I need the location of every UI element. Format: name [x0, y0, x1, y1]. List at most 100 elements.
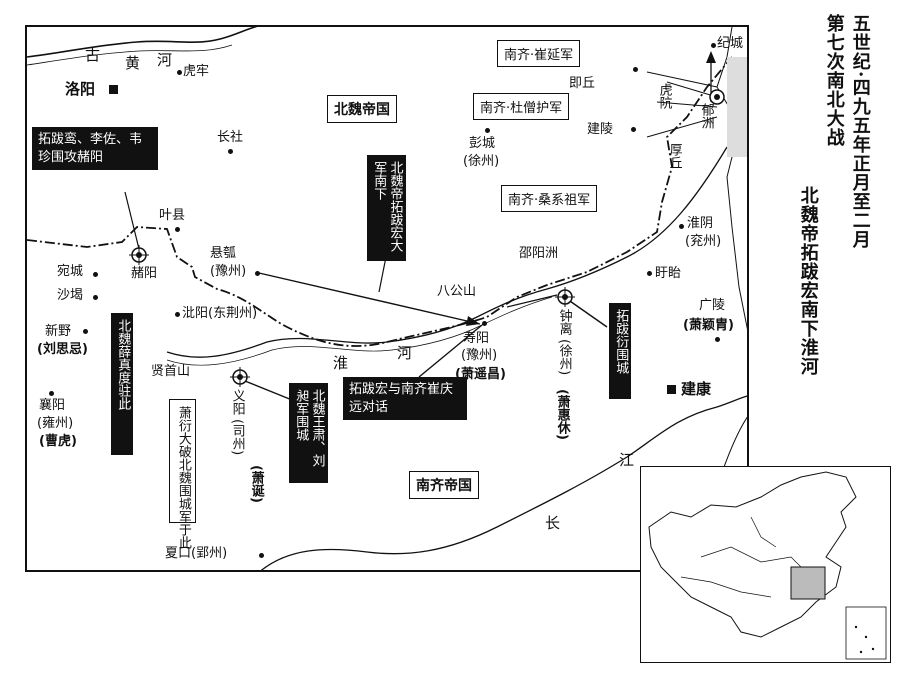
place-yuzhou: 郁洲: [698, 103, 714, 129]
siege-marker-zhongli: [555, 287, 575, 307]
place-xiangyang-sub: (雍州): [37, 416, 74, 431]
river-label-huaihe-2: 河: [397, 344, 413, 362]
place-guangling: 广陵: [699, 298, 726, 313]
place-luoyang: 洛阳: [65, 80, 96, 98]
inset-map: [640, 466, 891, 663]
capital-marker-jiankang: [667, 385, 676, 394]
place-jianling: 建陵: [587, 122, 614, 137]
place-dot-biyang: [175, 312, 180, 317]
place-xuanhu: 悬瓠: [210, 246, 237, 261]
place-zhongli-note: (萧惠休): [554, 389, 570, 440]
army-cui: 南齐·崔延军: [497, 40, 581, 67]
emperor-route-arrow: [258, 272, 481, 325]
map-frame: 古 黄 河 淮 河 江 长 北魏帝国 南齐帝国 洛阳 虎牢 长社 叶县 赭阳 宛…: [25, 25, 749, 572]
place-yiyang-note: (萧诞): [248, 465, 264, 503]
yellow-river-bank: [27, 44, 233, 66]
place-yiyang-sub: (司州): [229, 419, 245, 456]
place-baigongshan: 八公山: [437, 284, 477, 299]
advance-arrow: [506, 294, 558, 308]
place-shaji: 沙堨: [57, 288, 84, 303]
place-dot-xiangyang: [49, 391, 54, 396]
siege-marker-heyang: [129, 245, 149, 265]
place-huaiyin: 淮阴: [687, 216, 714, 231]
annot-emperor-south: 北魏帝拓跋宏大军南下: [367, 155, 406, 261]
place-shouyang-note: (萧遥昌): [455, 367, 506, 382]
place-houqiu: 厚丘: [666, 143, 682, 169]
place-dot-wancheng: [93, 272, 98, 277]
boundary-line: [27, 56, 733, 347]
place-dot-xuyi: [647, 271, 652, 276]
capital-marker-luoyang: [109, 85, 118, 94]
place-heyang: 赭阳: [131, 266, 158, 281]
annot-yan: 拓跋衍围城: [609, 303, 632, 399]
place-xuyi: 盱眙: [655, 266, 682, 281]
place-zhongli: 钟离: [556, 309, 572, 335]
place-hulao: 虎牢: [183, 64, 210, 79]
place-dot-jianling: [631, 127, 636, 132]
place-dot-shouyang: [482, 321, 487, 326]
place-dot-xiakou: [259, 553, 264, 558]
place-dot-yexian: [175, 227, 180, 232]
place-xiangyang: 襄阳: [39, 398, 66, 413]
siege-marker-yuzhou: [709, 89, 725, 105]
river-label-huanghe-3: 河: [157, 51, 173, 69]
place-dot-jicheng: [711, 43, 716, 48]
river-label-huanghe-1: 古: [85, 46, 101, 64]
river-label-huanghe-2: 黄: [125, 54, 141, 72]
river-label-changjiang-2: 长: [545, 514, 561, 532]
annot-tuoba-attack: 拓跋鸾、李佐、韦珍围攻赭阳: [32, 127, 158, 171]
place-dot-huaiyin: [679, 224, 684, 229]
place-yiyang: 义阳: [229, 389, 245, 415]
place-dot-xuanhu: [255, 271, 260, 276]
place-zhongli-sub: (徐州): [556, 339, 572, 376]
place-changshe: 长社: [217, 130, 244, 145]
place-huaiyin-sub: (兖州): [685, 234, 722, 249]
annot-wang-su: 北魏王肃、刘昶军围城: [289, 383, 328, 483]
place-yexian: 叶县: [159, 208, 186, 223]
place-xianshoushan: 贤首山: [151, 364, 191, 379]
place-dot-xinye: [83, 329, 88, 334]
yellow-river: [27, 27, 258, 58]
place-huling: 虎阬: [656, 83, 672, 109]
region-north: 北魏帝国: [327, 95, 397, 123]
place-shouyang-sub: (豫州): [461, 348, 498, 363]
inset-china-outline: [648, 471, 887, 660]
map-lines: [27, 27, 747, 570]
place-pengcheng: 彭城: [469, 136, 496, 151]
army-du: 南齐·杜僧护军: [473, 93, 570, 120]
title-col2: 第七次南北大战: [823, 14, 845, 147]
place-shaoyangzhou: 邵阳洲: [519, 246, 559, 261]
place-xiangyang-note: (曹虎): [39, 434, 77, 449]
place-guangling-note: (萧颖胄): [683, 318, 734, 333]
place-dot-hulao: [177, 70, 182, 75]
place-wancheng: 宛城: [57, 264, 84, 279]
huai-river-bank: [166, 296, 553, 366]
inset-highlight: [790, 566, 826, 600]
note-xiao-yan: 萧衍大破北魏围城军于此: [169, 399, 196, 549]
place-pengcheng-sub: (徐州): [463, 154, 500, 169]
place-jicheng: 纪城: [717, 36, 744, 51]
annot-xue: 北魏薛真度驻此: [111, 313, 134, 455]
place-jiqiu: 即丘: [569, 76, 596, 91]
siege-marker-yiyang: [230, 367, 250, 387]
place-xinye-note: (刘思忌): [37, 342, 88, 357]
place-dot-changshe: [228, 149, 233, 154]
huai-river: [166, 146, 728, 358]
army-sang: 南齐·桑系祖军: [501, 185, 598, 212]
place-xinye: 新野: [45, 324, 72, 339]
place-biyang: 沘阳(东荆州): [182, 306, 258, 321]
place-shouyang: 寿阳: [463, 331, 490, 346]
place-jiankang: 建康: [681, 380, 712, 398]
place-dot-guangling: [715, 337, 720, 342]
region-south: 南齐帝国: [409, 471, 479, 499]
title-col3: 北魏帝拓跋宏南下淮河: [797, 186, 819, 376]
yangtze-river: [260, 395, 747, 570]
river-label-changjiang-1: 江: [619, 451, 635, 469]
title-col1: 五世纪·四九五年正月至二月: [849, 14, 871, 250]
river-label-huaihe-1: 淮: [333, 354, 349, 372]
place-dot-pengcheng: [485, 128, 490, 133]
place-xuanhu-sub: (豫州): [210, 264, 247, 279]
place-dot-jiqiu: [633, 67, 638, 72]
place-dot-shaji: [93, 295, 98, 300]
annot-dialogue: 拓跋宏与南齐崔庆远对话: [343, 377, 467, 421]
